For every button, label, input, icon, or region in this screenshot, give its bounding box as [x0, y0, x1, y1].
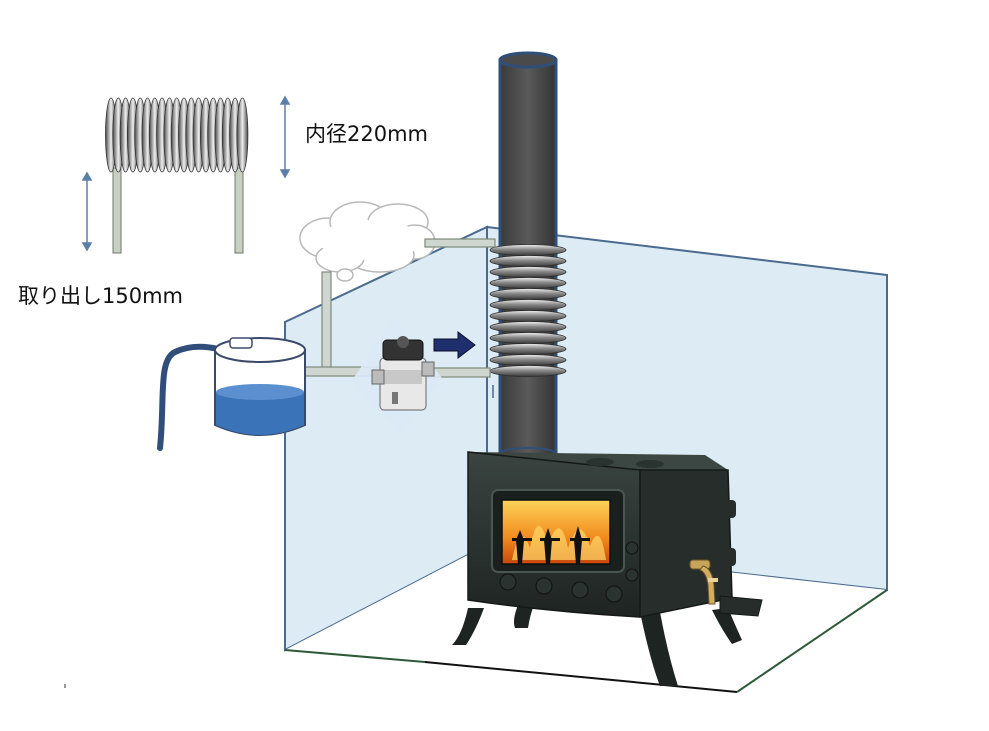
chimney-coil-ring	[489, 321, 567, 333]
chimney-coil-ring	[489, 288, 567, 300]
chimney-coil-ring	[489, 354, 567, 366]
takeout-length-label: 取り出し150mm	[18, 284, 183, 308]
chimney-coil-ring	[489, 277, 567, 289]
floor-edge-left	[284, 649, 426, 663]
arrow-right-icon	[433, 330, 476, 360]
floor-edge-front	[424, 661, 738, 693]
chimney-coil-ring	[489, 310, 567, 322]
floor-edge-right	[736, 589, 888, 693]
chimney-coil-ring	[489, 343, 567, 355]
floor	[285, 545, 887, 692]
faucet-icon	[689, 559, 718, 605]
water-tank-icon	[157, 337, 306, 451]
coil-ring	[236, 97, 249, 173]
chimney-coil-ring	[489, 255, 567, 267]
coil-icon	[105, 97, 249, 254]
chimney-coil-icon	[489, 244, 567, 377]
pump-icon	[352, 318, 442, 432]
dimension-arrow-inner	[279, 95, 291, 179]
hose-icon	[157, 343, 221, 451]
chimney-coil-ring	[489, 365, 567, 377]
inner-diameter-label: 内径220mm	[305, 122, 428, 146]
chimney-coil-ring	[489, 266, 567, 278]
pipes	[302, 238, 496, 378]
dimension-arrow-takeout	[81, 171, 93, 252]
chimney-coil-ring	[489, 299, 567, 311]
chimney-coil-ring	[489, 244, 567, 256]
chimney-coil-ring	[489, 332, 567, 344]
